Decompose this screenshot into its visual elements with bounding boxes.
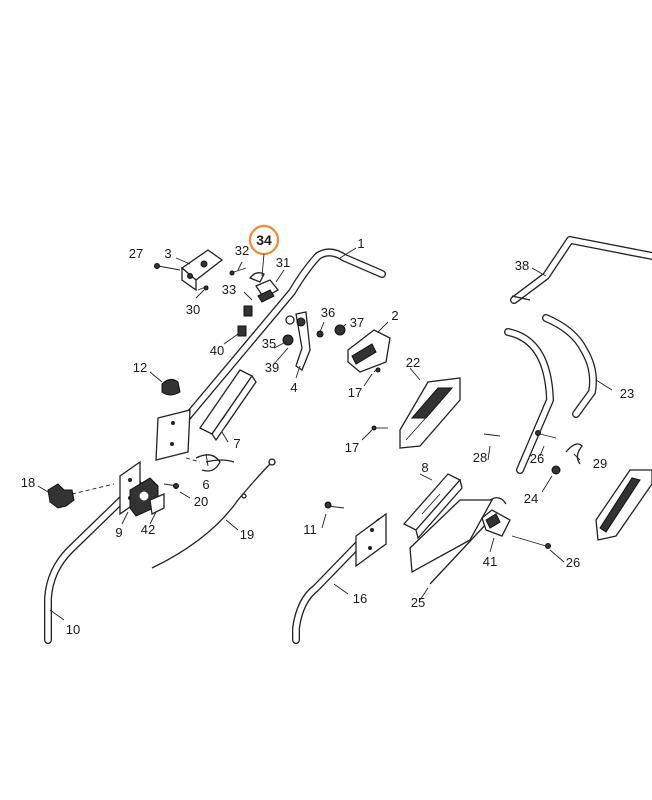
callout-10: 10: [66, 622, 80, 637]
callout-41: 41: [483, 554, 497, 569]
callout-26-upper: 26: [530, 451, 544, 466]
callout-11: 11: [303, 522, 317, 537]
callout-8: 8: [421, 460, 428, 475]
handle-cover: [334, 324, 391, 373]
adjuster-plate: [129, 477, 179, 517]
callout-34: 34: [256, 232, 272, 248]
callout-27: 27: [129, 246, 143, 261]
callout-23: 23: [620, 386, 634, 401]
cable-guide-bracket: [199, 369, 257, 442]
callout-18: 18: [21, 475, 35, 490]
callout-22: 22: [406, 355, 420, 370]
cable-clip: [180, 249, 224, 292]
bracket-8: [402, 473, 463, 540]
callout-26-lower: 26: [566, 555, 580, 570]
callout-28: 28: [473, 450, 487, 465]
callout-4: 4: [290, 380, 297, 395]
callout-35: 35: [262, 336, 276, 351]
brake-lever: [282, 311, 324, 371]
cover-22: [399, 377, 461, 449]
callout-17-lower: 17: [345, 440, 359, 455]
callout-30: 30: [186, 302, 200, 317]
callout-17-upper: 17: [348, 385, 362, 400]
callout-1: 1: [357, 236, 364, 251]
small-parts-right: [483, 430, 583, 475]
bail-38: [510, 236, 652, 304]
lever-parts: [237, 272, 279, 337]
callout-24: 24: [524, 491, 538, 506]
callout-16: 16: [353, 591, 367, 606]
callout-36: 36: [321, 305, 335, 320]
screw: [371, 425, 388, 431]
callout-29: 29: [593, 456, 607, 471]
grass-bag-piece: [595, 469, 652, 541]
upper-handle: [155, 248, 386, 461]
callout-19: 19: [240, 527, 254, 542]
callout-20: 20: [194, 494, 208, 509]
callout-33: 33: [222, 282, 236, 297]
bowden-cable: [151, 454, 276, 569]
callout-7: 7: [233, 436, 240, 451]
right-handle: [409, 328, 554, 585]
callout-31: 31: [276, 255, 290, 270]
leader-lines: [37, 247, 613, 621]
callout-3: 3: [164, 246, 171, 261]
callout-32: 32: [235, 243, 249, 258]
part-labels: 1 2 3 4 6 7 8 9 10 11 12 16 17 17 18 19 …: [21, 236, 634, 637]
bolt: [324, 501, 345, 509]
callout-37: 37: [350, 315, 364, 330]
callout-38: 38: [515, 258, 529, 273]
callout-40: 40: [210, 343, 224, 358]
screws-top-left: [154, 263, 247, 291]
callout-9: 9: [115, 525, 122, 540]
callout-39: 39: [265, 360, 279, 375]
callout-25: 25: [411, 595, 425, 610]
callout-12: 12: [133, 360, 147, 375]
part-23: [542, 314, 597, 418]
lower-handle-middle: [292, 512, 387, 644]
star-knob: [47, 483, 75, 509]
callout-6: 6: [202, 477, 209, 492]
callout-42: 42: [141, 522, 155, 537]
knob: [161, 378, 181, 396]
highlight-marker: 34: [248, 224, 280, 277]
callout-2: 2: [391, 308, 398, 323]
